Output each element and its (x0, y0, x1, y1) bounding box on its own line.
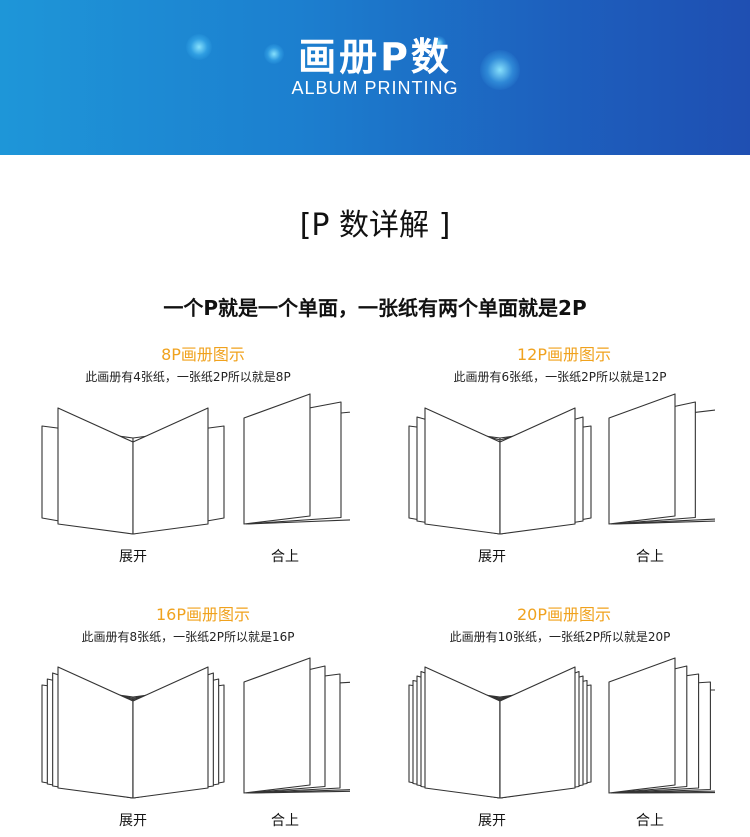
book-page (132, 407, 209, 535)
item-title-20p: 20P画册图示 (516, 605, 611, 624)
banner-subtitle: ALBUM PRINTING (291, 78, 459, 98)
book-page (132, 666, 209, 799)
item-desc-12p: 此画册有6张纸，一张纸2P所以就是12P (453, 370, 667, 384)
closed-label: 合上 (271, 813, 299, 829)
item-desc-8p: 此画册有4张纸，一张纸2P所以就是8P (85, 370, 291, 384)
closed-book-icon (608, 657, 715, 794)
item-desc-16p: 此画册有8张纸，一张纸2P所以就是16P (81, 630, 295, 644)
closed-label: 合上 (636, 813, 664, 829)
glow-decoration (186, 34, 212, 60)
open-book-icon (41, 407, 225, 535)
closed-label: 合上 (636, 549, 664, 565)
item-desc-20p: 此画册有10张纸，一张纸2P所以就是20P (449, 630, 671, 644)
book-page (424, 666, 501, 799)
open-label: 展开 (478, 549, 506, 565)
open-book-icon (408, 407, 592, 535)
closed-book-icon (243, 657, 350, 794)
closed-book-icon (243, 393, 350, 525)
closed-label: 合上 (271, 549, 299, 565)
open-book-icon (408, 666, 592, 799)
book-page (499, 407, 576, 535)
banner-title: 画册P数 (298, 35, 452, 79)
closed-book-icon (608, 393, 715, 525)
book-page (243, 657, 311, 794)
book-page (57, 407, 134, 535)
section-title: [P 数详解 ] (299, 208, 451, 243)
open-label: 展开 (119, 813, 147, 829)
item-title-16p: 16P画册图示 (155, 605, 250, 624)
glow-decoration (432, 36, 446, 50)
book-page (57, 666, 134, 799)
open-book-icon (41, 666, 225, 799)
book-page (608, 393, 676, 525)
glow-decoration (264, 44, 284, 64)
item-title-12p: 12P画册图示 (516, 345, 611, 364)
header-banner: 画册P数 ALBUM PRINTING (0, 0, 750, 155)
book-page (608, 657, 676, 794)
lead-text: 一个P就是一个单面，一张纸有两个单面就是2P (163, 296, 587, 320)
book-page (499, 666, 576, 799)
glow-decoration (480, 50, 520, 90)
book-page (243, 393, 311, 525)
open-label: 展开 (119, 549, 147, 565)
book-page (424, 407, 501, 535)
open-label: 展开 (478, 813, 506, 829)
item-title-8p: 8P画册图示 (161, 345, 245, 364)
